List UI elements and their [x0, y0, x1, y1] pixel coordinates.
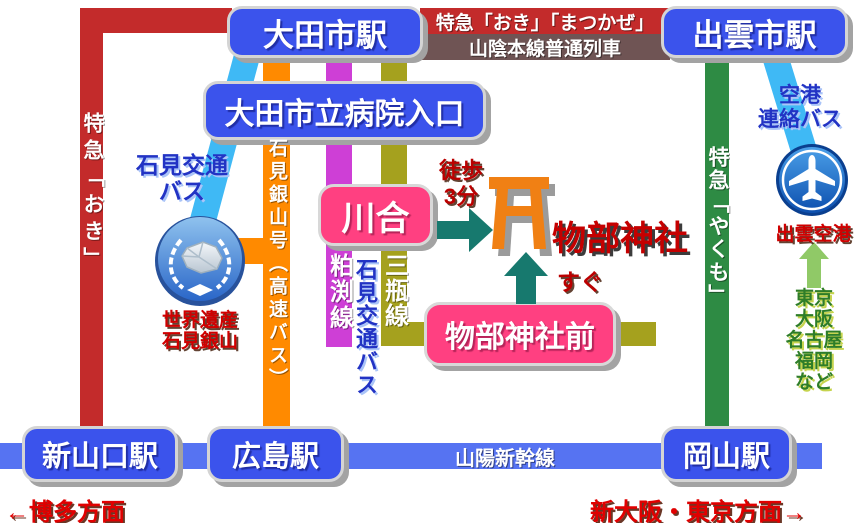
city-fukuoka: 福岡: [794, 351, 833, 372]
express-oki-vertical-label: 特急「おき」: [81, 112, 104, 274]
sugu-arrow-icon: [504, 252, 548, 304]
iwami-kotsu-bus-vertical-label: 石見交通バス: [353, 258, 378, 396]
yakumo-line-vertical: [705, 56, 729, 429]
station-hospital-entrance: 大田市立病院入口: [203, 81, 486, 140]
izumo-airport-label: 出雲空港: [775, 224, 852, 245]
shin-osaka-tokyo-direction-label: 新大阪・東京方面→: [590, 499, 806, 523]
sanyo-shinkansen-label: 山陽新幹線: [455, 447, 555, 470]
airport-bus-label: 空港 連絡バス: [758, 84, 842, 131]
sanbe-line-label: 三瓶線: [380, 253, 408, 328]
oki-line-vertical: [80, 8, 103, 428]
walk-3min-label: 徒歩 3分: [438, 158, 483, 209]
ginzan-go-vertical-label: 石見銀山号（高速バス）: [266, 138, 287, 391]
station-odashi: 大田市駅: [227, 6, 423, 58]
shrine-name: 物部神社: [552, 220, 688, 258]
oki-line-horizontal: [80, 8, 232, 33]
cities-label: 東京 大阪 名古屋 福岡 など: [768, 288, 856, 393]
express-oki-matsukaze-bar: 特急「おき」「まつかぜ」: [420, 8, 670, 34]
station-hiroshima: 広島駅: [207, 426, 344, 482]
hakata-direction-label: ←博多方面: [5, 499, 125, 523]
sugu-label: すぐ: [557, 269, 603, 295]
station-izumoshi: 出雲市駅: [661, 6, 848, 58]
station-shin-yamaguchi: 新山口駅: [22, 426, 178, 482]
sanin-local-bar: 山陰本線普通列車: [420, 34, 670, 60]
walk-arrow-icon: [437, 208, 493, 252]
city-nagoya: 名古屋: [785, 330, 843, 351]
express-yakumo-vertical-label: 特急「やくも」: [706, 146, 729, 307]
iwami-kotsu-bus-label: 石見交通 バス: [136, 152, 228, 204]
stop-monobe-jinja-mae: 物部神社前: [424, 302, 616, 366]
stop-kawai: 川合: [318, 184, 433, 246]
airplane-icon: [775, 143, 849, 217]
city-etc: など: [794, 372, 833, 393]
sanin-local-label: 山陰本線普通列車: [468, 38, 621, 60]
station-okayama: 岡山駅: [661, 426, 792, 482]
city-osaka: 大阪: [794, 309, 833, 330]
world-heritage-icon: [153, 214, 247, 308]
airport-arrow-icon: [799, 242, 829, 288]
world-heritage-label: 世界遺産 石見銀山: [161, 310, 238, 352]
city-tokyo: 東京: [794, 288, 833, 309]
kasubuchi-line-label: 粕渕線: [325, 253, 353, 331]
express-oki-matsukaze-label: 特急「おき」「まつかぜ」: [435, 12, 655, 34]
torii-icon: [489, 177, 559, 263]
